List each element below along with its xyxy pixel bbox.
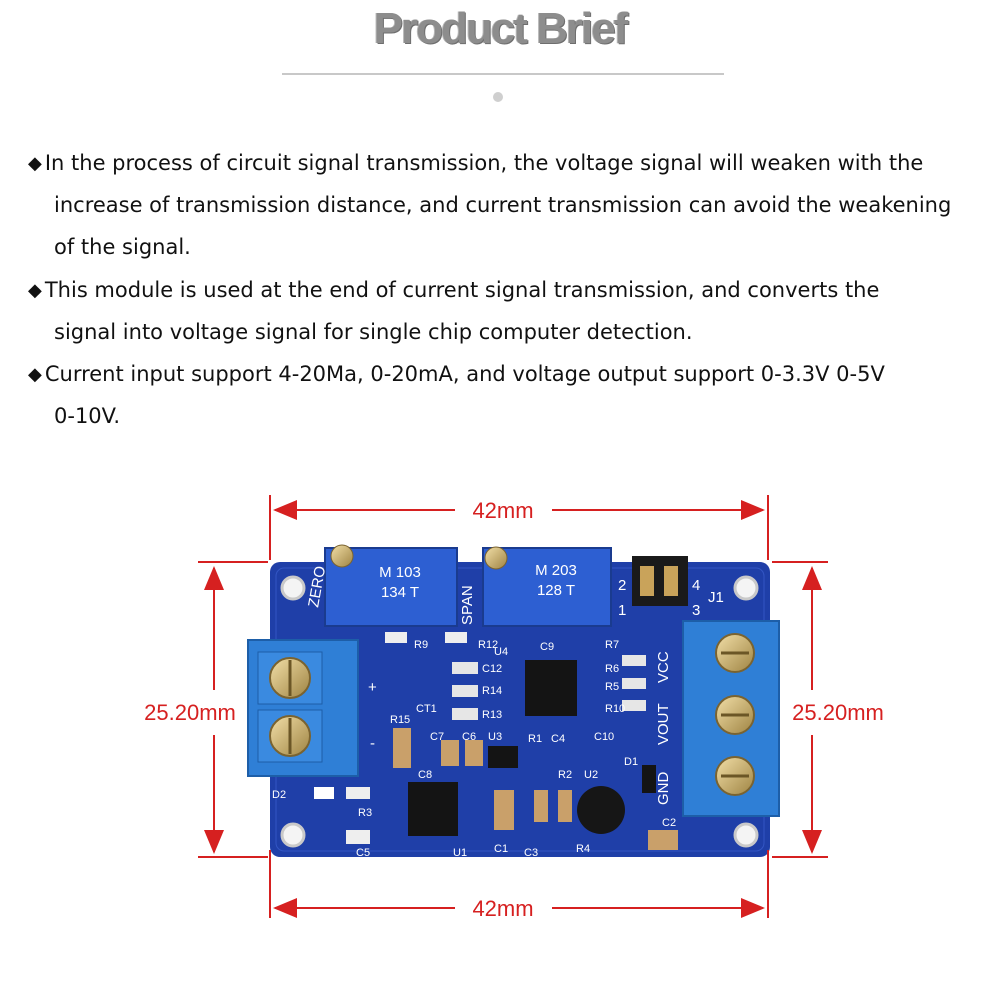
label-u4: U4 (494, 646, 508, 658)
zero-potentiometer: M 103 134 T (324, 544, 458, 627)
label-c6: C6 (462, 731, 476, 743)
label-r15: R15 (390, 714, 410, 726)
label-r4: R4 (576, 843, 590, 855)
label-u1: U1 (453, 847, 467, 859)
bullet-line: of the signal. (54, 235, 191, 259)
label-r6: R6 (605, 663, 619, 675)
label-r14: R14 (482, 685, 502, 697)
label-ct1: CT1 (416, 703, 437, 715)
pin-1-label: 1 (618, 602, 626, 619)
bullet-paragraph-1: ◆In the process of circuit signal transm… (28, 142, 998, 268)
label-gnd: GND (655, 772, 672, 806)
label-r12: R12 (478, 639, 498, 651)
label-r1: R1 (528, 733, 542, 745)
label-c12: C12 (482, 663, 502, 675)
pin-2-label: 2 (618, 577, 626, 594)
bullet-paragraph-2: ◆This module is used at the end of curre… (28, 269, 998, 353)
label-r10: R10 (605, 703, 625, 715)
bullet-line: signal into voltage signal for single ch… (54, 320, 693, 344)
diamond-bullet-icon: ◆ (28, 280, 42, 301)
label-r13: R13 (482, 709, 502, 721)
component-labels: R9 R12 C9 U4 R7 C12 R14 R6 R5 R13 R10 CT… (272, 639, 676, 859)
input-terminal-block: + - (247, 639, 377, 777)
label-c3: C3 (524, 847, 538, 859)
output-terminal-block: VCC VOUT GND (655, 620, 780, 817)
label-r9: R9 (414, 639, 428, 651)
label-c5: C5 (356, 847, 370, 859)
bullet-line: ◆In the process of circuit signal transm… (28, 142, 998, 184)
label-vcc: VCC (655, 651, 672, 683)
pin-4-label: 4 (692, 577, 700, 594)
width-dimension-top: 42mm (472, 498, 533, 523)
bullet-text: Current input support 4-20Ma, 0-20mA, an… (44, 362, 885, 386)
title-divider (282, 73, 724, 75)
label-plus: + (368, 679, 377, 696)
ic-u1 (408, 782, 458, 836)
pot-span-code-2: 128 T (537, 582, 575, 599)
pot-span-code-1: M 203 (535, 562, 577, 579)
label-d2: D2 (272, 789, 286, 801)
bullet-text: This module is used at the end of curren… (44, 278, 880, 302)
ic-u3 (488, 746, 518, 768)
label-c4: C4 (551, 733, 565, 745)
label-r7: R7 (605, 639, 619, 651)
transistor-u2 (577, 786, 625, 834)
label-minus: - (370, 735, 375, 752)
bullet-line: increase of transmission distance, and c… (54, 193, 952, 217)
jumper-j1: 2 1 4 3 J1 (618, 556, 724, 619)
width-dimension-bottom: 42mm (472, 896, 533, 921)
height-dimension-right: 25.20mm (792, 700, 884, 725)
label-j1: J1 (708, 589, 724, 606)
pin-3-label: 3 (692, 602, 700, 619)
passive-components (314, 632, 678, 850)
label-c10: C10 (594, 731, 614, 743)
ic-u4 (525, 660, 577, 716)
pot-zero-code-2: 134 T (381, 584, 419, 601)
diamond-bullet-icon: ◆ (28, 364, 42, 385)
label-u3: U3 (488, 731, 502, 743)
label-vout: VOUT (655, 703, 672, 745)
label-c9: C9 (540, 641, 554, 653)
bullet-text: In the process of circuit signal transmi… (44, 151, 924, 175)
label-r2: R2 (558, 769, 572, 781)
label-r3: R3 (358, 807, 372, 819)
product-figure: M 103 134 T M 203 128 T ZERO SPAN 2 1 4 … (144, 495, 884, 921)
label-d1: D1 (624, 756, 638, 768)
label-c8: C8 (418, 769, 432, 781)
label-r5: R5 (605, 681, 619, 693)
bullet-line: ◆Current input support 4-20Ma, 0-20mA, a… (28, 353, 998, 395)
page-title: Product Brief (373, 4, 629, 53)
title-dot (493, 92, 503, 102)
label-c7: C7 (430, 731, 444, 743)
label-zero: ZERO (305, 565, 329, 609)
bullet-line: 0-10V. (54, 404, 120, 428)
label-u2: U2 (584, 769, 598, 781)
label-c1: C1 (494, 843, 508, 855)
bullet-paragraph-3: ◆Current input support 4-20Ma, 0-20mA, a… (28, 353, 998, 437)
diamond-bullet-icon: ◆ (28, 153, 42, 174)
span-potentiometer: M 203 128 T (482, 546, 612, 627)
height-dimension-left: 25.20mm (144, 700, 236, 725)
label-span: SPAN (459, 585, 476, 625)
dimension-annotations (198, 495, 828, 918)
bullet-line: ◆This module is used at the end of curre… (28, 269, 998, 311)
label-c2: C2 (662, 817, 676, 829)
pot-zero-code-1: M 103 (379, 564, 421, 581)
